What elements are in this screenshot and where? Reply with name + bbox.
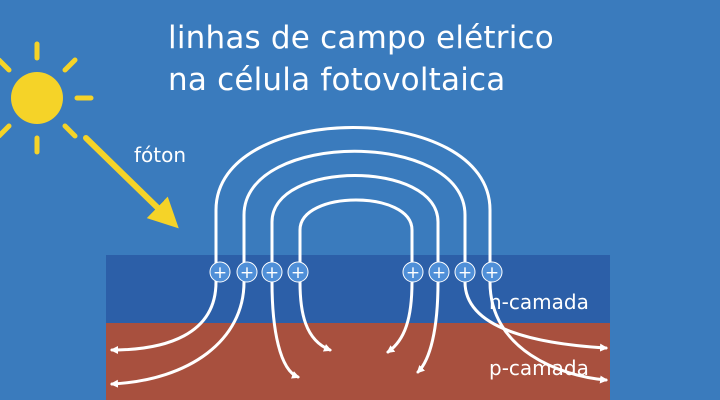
- charge-circle-1: [209, 261, 231, 283]
- charge-circle-5: [402, 261, 424, 283]
- photon-label: fóton: [134, 143, 187, 167]
- field-line-p-3: [270, 280, 300, 379]
- field-line-3: [270, 174, 440, 284]
- field-line-p-6: [416, 280, 440, 374]
- charge-symbol-3: +: [265, 263, 279, 283]
- charge-circle-3: [261, 261, 283, 283]
- field-line-p-8: [488, 280, 608, 384]
- field-line-p-4: [298, 280, 332, 352]
- positive-charges: + + + + + + + +: [209, 261, 503, 283]
- charge-symbol-2: +: [240, 263, 254, 283]
- charge-circle-7: [454, 261, 476, 283]
- charge-circle-2: [236, 261, 258, 283]
- field-lines: [110, 126, 608, 388]
- field-line-p-7: [463, 280, 608, 352]
- charge-symbol-6: +: [432, 263, 446, 283]
- charge-symbol-1: +: [213, 263, 227, 283]
- photon-arrow-icon: [83, 135, 179, 229]
- p-layer-label: p-camada: [489, 356, 589, 380]
- charge-symbol-5: +: [406, 263, 420, 283]
- field-line-p-1: [110, 280, 218, 354]
- field-line-p-5: [386, 280, 414, 354]
- title-line-1: linhas de campo elétrico: [168, 20, 554, 56]
- title-line-2: na célula fotovoltaica: [168, 62, 506, 98]
- charge-circle-8: [481, 261, 503, 283]
- field-line-2: [242, 149, 467, 284]
- field-line-p-2: [110, 280, 246, 388]
- n-layer-label: n-camada: [489, 290, 589, 314]
- charge-symbol-8: +: [485, 263, 499, 283]
- charge-symbol-4: +: [291, 263, 305, 283]
- charge-symbol-7: +: [458, 263, 472, 283]
- field-line-inner: [298, 198, 414, 284]
- charge-circle-4: [287, 261, 309, 283]
- n-layer: [106, 255, 610, 323]
- sun-icon: [0, 41, 94, 155]
- field-line-outer: [214, 126, 492, 284]
- charge-circle-6: [428, 261, 450, 283]
